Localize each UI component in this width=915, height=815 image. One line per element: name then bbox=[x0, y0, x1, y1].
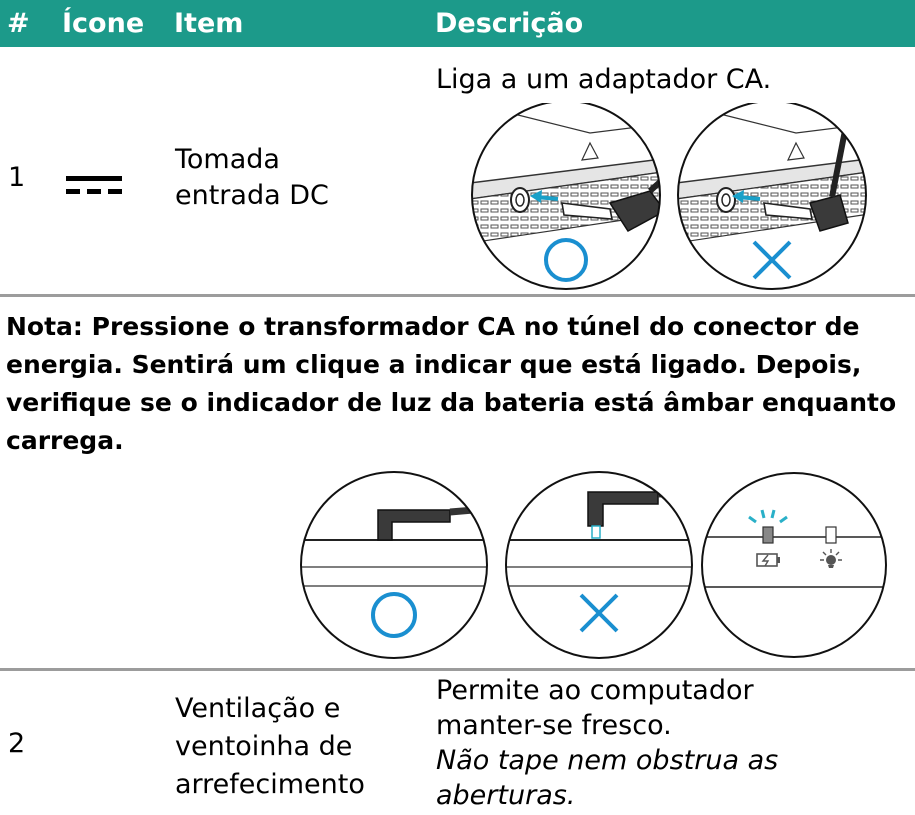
row-1-item-line2: entrada DC bbox=[175, 180, 329, 211]
row-2-description: Permite ao computador manter-se fresco. … bbox=[436, 673, 778, 813]
row-2-desc-italic-line1: Não tape nem obstrua as bbox=[436, 745, 779, 776]
correct-mark-icon bbox=[371, 592, 417, 638]
row-1-description: Liga a um adaptador CA. bbox=[436, 64, 772, 95]
header-description: Descrição bbox=[435, 8, 584, 39]
header-item: Item bbox=[174, 8, 244, 39]
correct-mark-icon bbox=[544, 238, 588, 282]
row-2-desc-italic-line2: aberturas. bbox=[436, 780, 576, 811]
battery-charging-icon bbox=[756, 553, 780, 567]
incorrect-mark-icon bbox=[752, 240, 792, 280]
row-2-desc-line1: Permite ao computador bbox=[436, 675, 754, 706]
row-1-item: Tomada entrada DC bbox=[175, 142, 329, 214]
note-text: Nota: Pressione o transformador CA no tú… bbox=[6, 312, 897, 455]
header-icon: Ícone bbox=[62, 8, 145, 39]
plug-partially-inserted-illustration bbox=[506, 488, 692, 587]
dc-jack-illustrations bbox=[471, 103, 867, 290]
dc-power-icon bbox=[66, 176, 122, 194]
header-number: # bbox=[7, 8, 30, 39]
plug-fully-inserted-illustration bbox=[301, 504, 487, 587]
row-2-number: 2 bbox=[8, 728, 26, 759]
row-1-number: 1 bbox=[8, 162, 26, 193]
incorrect-mark-icon bbox=[579, 593, 619, 633]
row-2-item-line1: Ventilação e bbox=[175, 693, 341, 724]
correct-connection-illustration bbox=[472, 103, 660, 289]
divider bbox=[0, 668, 915, 671]
battery-light-illustration bbox=[702, 509, 886, 588]
row-2-desc-line2: manter-se fresco. bbox=[436, 710, 672, 741]
battery-indicator-illustrations bbox=[300, 471, 887, 659]
row-2-item-line2: ventoinha de bbox=[175, 731, 353, 762]
power-light-icon bbox=[820, 549, 842, 568]
table-header: # Ícone Item Descrição bbox=[0, 0, 915, 47]
row-2-item: Ventilação e ventoinha de arrefecimento bbox=[175, 690, 365, 804]
row-2-item-line3: arrefecimento bbox=[175, 769, 365, 800]
divider bbox=[0, 294, 915, 297]
row-1-item-line1: Tomada bbox=[175, 144, 280, 175]
